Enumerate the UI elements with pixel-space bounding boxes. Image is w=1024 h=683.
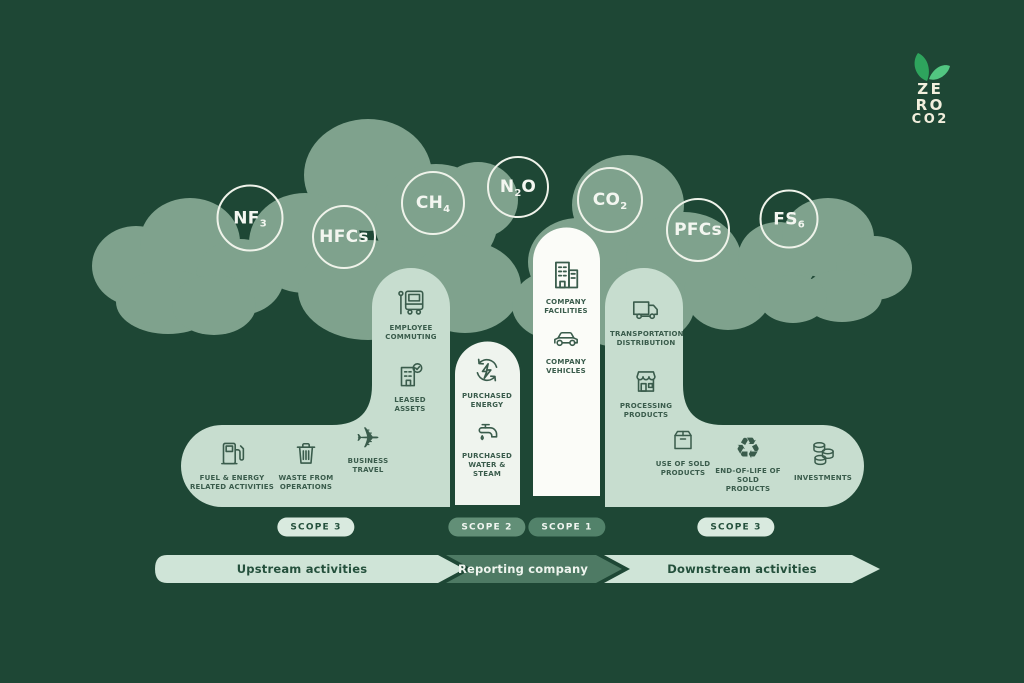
column-scope1 <box>533 227 600 496</box>
pipe-downstream <box>605 268 864 507</box>
gas-formula-sub: 4 <box>443 203 451 215</box>
node-label: COMPANY VEHICLES <box>545 358 587 376</box>
node-label: WASTE FROM OPERATIONS <box>278 474 334 492</box>
gas-formula: CO <box>592 190 621 210</box>
bus-stop-icon <box>398 290 424 315</box>
node-company-facilities: COMPANY FACILITIES <box>540 256 592 316</box>
node-use-of-sold-products: USE OF SOLD PRODUCTS <box>655 424 711 478</box>
recycle-icon: ♻ <box>735 431 761 465</box>
node-label: LEASED ASSETS <box>394 396 426 414</box>
node-end-of-life: ♻ END-OF-LIFE OF SOLD PRODUCTS <box>714 434 782 495</box>
flow-label-downstream: Downstream activities <box>667 562 817 576</box>
gas-formula: CH <box>415 193 444 213</box>
node-purchased-water-steam: PURCHASED WATER & STEAM <box>455 414 519 480</box>
node-fuel-energy: FUEL & ENERGY RELATED ACTIVITIES <box>188 436 276 492</box>
gas-formula: PFCs <box>674 220 722 240</box>
fuel-pump-icon <box>221 442 245 465</box>
zeroco2-logo: ZE RO CO2 <box>897 48 961 127</box>
gas-formula-sub: 3 <box>259 218 267 230</box>
gas-formula-sub: 6 <box>797 219 805 231</box>
gas-formula: FS <box>773 209 798 229</box>
node-company-vehicles: COMPANY VEHICLES <box>540 320 592 376</box>
package-box-icon <box>674 430 692 450</box>
water-tap-icon <box>478 423 498 441</box>
node-label: USE OF SOLD PRODUCTS <box>655 460 711 478</box>
arrow-upstream <box>155 555 464 583</box>
office-buildings-icon <box>555 261 579 289</box>
logo-text-line: CO2 <box>911 112 949 128</box>
node-label: BUSINESS TRAVEL <box>347 457 389 475</box>
gas-formula-sub: 2 <box>514 187 522 199</box>
node-business-travel: ✈ BUSINESS TRAVEL <box>345 424 391 475</box>
node-label: PURCHASED WATER & STEAM <box>461 452 513 479</box>
gas-bubble-pfcs: PFCs <box>666 198 730 262</box>
airplane-icon: ✈ <box>355 421 381 455</box>
gas-formula: NF <box>233 208 260 228</box>
logo-text-line: RO <box>915 95 945 114</box>
flow-label-upstream: Upstream activities <box>236 562 368 576</box>
node-label: PROCESSING PRODUCTS <box>619 402 673 420</box>
node-label: INVESTMENTS <box>793 474 853 482</box>
node-label: PURCHASED ENERGY <box>461 392 513 410</box>
pipe-upstream <box>181 268 450 507</box>
node-leased-assets: LEASED ASSETS <box>390 358 430 414</box>
scope-pill-scope1: SCOPE 1 <box>528 517 606 537</box>
node-label: END-OF-LIFE OF SOLD PRODUCTS <box>715 467 781 494</box>
node-investments: INVESTMENTS <box>792 436 854 483</box>
leaves-icon <box>914 53 950 81</box>
gas-formula-sub: 2 <box>620 200 628 212</box>
gas-formula-post: O <box>521 177 537 197</box>
node-label: FUEL & ENERGY RELATED ACTIVITIES <box>189 474 275 492</box>
scope-pill-scope2: SCOPE 2 <box>448 517 526 537</box>
logo-text-line: ZE <box>917 80 944 98</box>
node-processing-products: PROCESSING PRODUCTS <box>617 364 675 420</box>
renewable-energy-icon <box>476 358 498 382</box>
node-employee-commuting: EMPLOYEE COMMUTING <box>385 286 437 342</box>
node-label: COMPANY FACILITIES <box>544 298 588 316</box>
coin-stacks-icon <box>813 441 834 466</box>
column-scope2 <box>455 341 520 505</box>
node-waste-operations: WASTE FROM OPERATIONS <box>277 436 335 492</box>
node-label: EMPLOYEE COMMUTING <box>385 324 437 342</box>
trash-bin-icon <box>296 442 316 464</box>
car-icon <box>554 331 578 347</box>
storefront-icon <box>636 371 656 392</box>
delivery-truck-icon <box>632 301 658 320</box>
node-purchased-energy: PURCHASED ENERGY <box>460 352 514 410</box>
building-location-icon <box>400 363 423 387</box>
flow-label-reporting: Reporting company <box>457 562 589 576</box>
scope-pill-upstream: SCOPE 3 <box>277 517 355 537</box>
gas-formula: HFCs <box>319 227 369 247</box>
arrow-reporting <box>446 555 622 583</box>
node-label: TRANSPORTATION DISTRIBUTION <box>610 330 684 348</box>
node-transportation-distribution: TRANSPORTATION DISTRIBUTION <box>610 292 684 348</box>
scope-pill-downstream: SCOPE 3 <box>697 517 775 537</box>
arrow-downstream <box>604 555 880 583</box>
gas-bubble-hfcs: HFCs <box>312 205 376 269</box>
gas-formula: N <box>499 177 515 197</box>
